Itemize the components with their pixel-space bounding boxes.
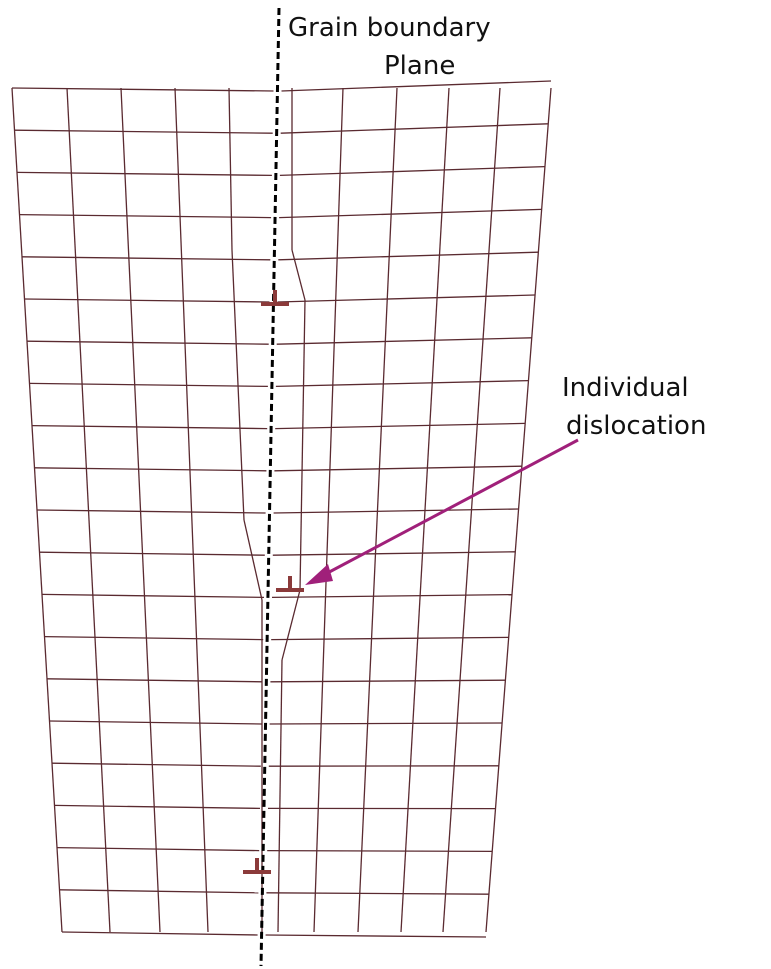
lattice-row-line [278,251,539,261]
dislocation-symbol [261,290,289,306]
lattice-column-line [243,519,263,601]
dislocation-symbol [243,858,271,874]
lattice-row-line [31,424,268,430]
lattice-row-line [274,465,522,472]
lattice-row-line [19,213,272,219]
grain-boundary-label-line2: Plane [384,51,455,81]
lattice-row-line [280,123,548,134]
dislocation-symbols [243,290,304,874]
lattice-row-line [29,382,268,388]
lattice-row-line [44,635,264,641]
lattice-row-line [269,722,503,725]
lattice-row-line [21,256,271,261]
lattice-row-line [34,467,267,472]
lattice-row-line [270,679,506,683]
dislocation-symbol [276,576,304,592]
lattice-column-line [277,659,283,933]
lattice-row-line [41,593,265,599]
lattice-row-line [279,208,542,219]
lattice-row-line [11,87,274,92]
grain-boundary-label-line1: Grain boundary [288,13,491,43]
dislocation-arrow [305,438,579,585]
lattice-row-line [49,720,262,725]
lattice-row-line [265,934,487,938]
lattice-row-line [36,509,266,514]
lattice-row-line [61,931,258,936]
left-grain-lattice [11,87,274,936]
lattice-column-line [357,87,398,933]
lattice-column-line [291,249,306,301]
lattice-row-line [266,892,490,895]
lattice-row-line [14,129,273,134]
lattice-column-line [485,87,552,933]
lattice-column-line [174,87,209,933]
right-grain-lattice [265,80,552,938]
lattice-row-line [54,804,261,810]
lattice-column-line [313,87,344,933]
lattice-row-line [51,762,261,767]
dislocation-label-line2: dislocation [566,411,706,441]
lattice-column-line [120,87,161,933]
lattice-row-line [271,636,509,641]
lattice-row-line [279,165,545,177]
lattice-row-line [16,171,272,177]
lattice-column-line [231,249,245,521]
lattice-row-line [59,889,259,894]
grain-boundary-plane-line [259,7,281,967]
lattice-row-line [39,551,265,556]
lattice-column-line [228,87,233,251]
lattice-row-line [56,846,260,852]
lattice-row-line [277,294,535,303]
lattice-row-line [272,551,516,556]
lattice-column-line [299,299,306,591]
lattice-row-line [273,508,519,514]
lattice-row-line [276,337,532,345]
dislocation-label-line1: Individual [562,373,689,403]
lattice-row-line [271,593,513,599]
lattice-row-line [275,379,529,388]
lattice-row-line [267,849,493,853]
lattice-row-line [275,422,526,430]
lattice-row-line [281,80,552,92]
lattice-column-line [66,87,111,933]
lattice-row-line [26,340,269,345]
lattice-column-line [281,589,301,661]
lattice-row-line [46,678,263,683]
lattice-row-line [24,298,270,303]
